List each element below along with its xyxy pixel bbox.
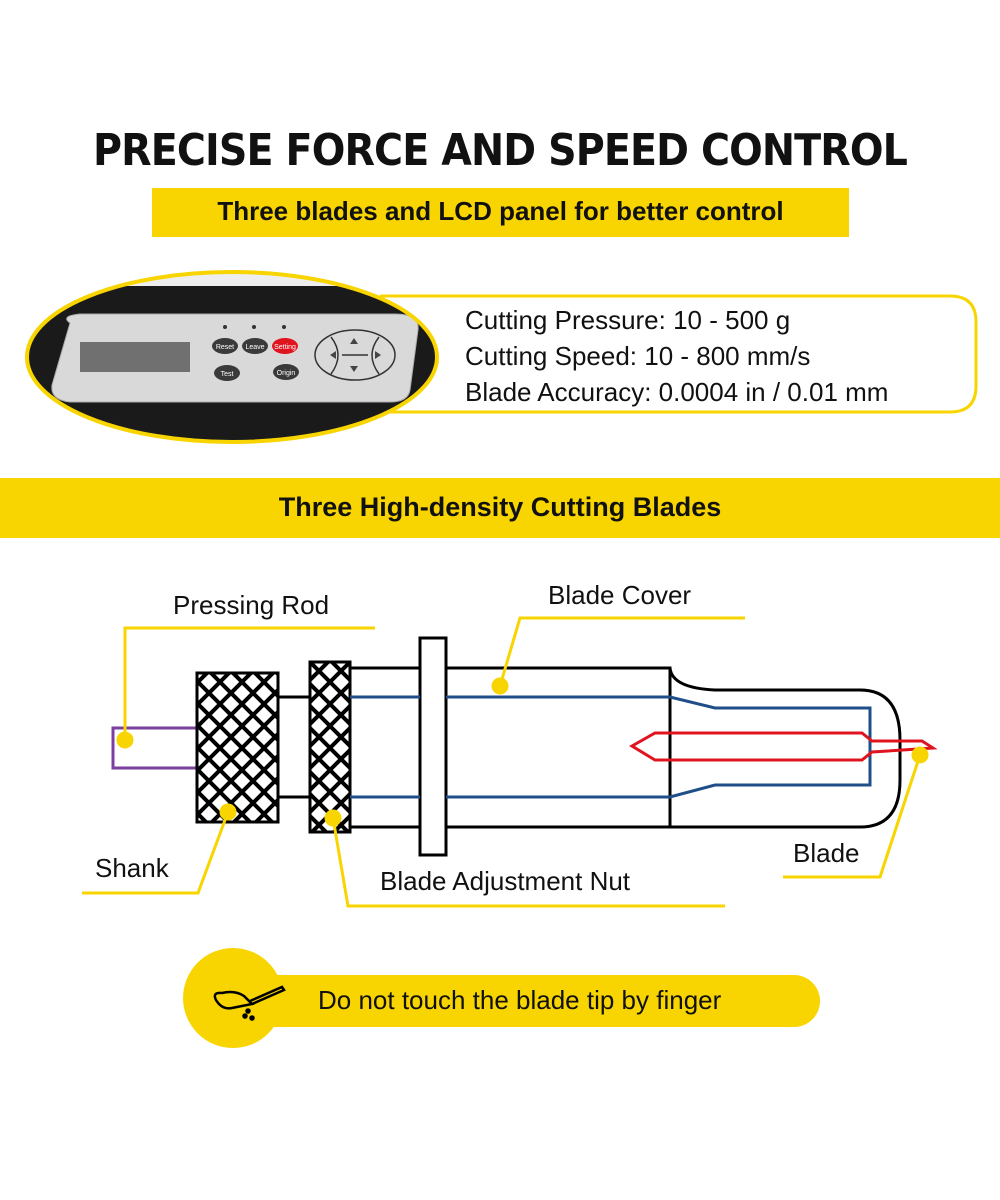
test-label: Test — [221, 371, 234, 378]
page-title: PRECISE FORCE AND SPEED CONTROL — [93, 125, 908, 176]
blade — [629, 731, 938, 762]
origin-button — [273, 364, 299, 380]
spec-cutting-pressure: Cutting Pressure: 10 - 500 g — [465, 305, 791, 335]
reset-label: Reset — [216, 344, 234, 351]
shank-knurl — [195, 671, 280, 824]
lcd-screen — [80, 342, 190, 372]
subtitle-banner — [152, 188, 849, 237]
blade-diagram — [111, 636, 938, 857]
leave-label: Leave — [245, 344, 264, 351]
label-shank: Shank — [95, 853, 169, 883]
origin-label: Origin — [277, 370, 296, 377]
spec-list: Cutting Pressure: 10 - 500 g Cutting Spe… — [465, 302, 888, 410]
subtitle: Three blades and LCD panel for better co… — [217, 196, 784, 226]
finger-blade-warning-icon — [213, 985, 286, 1021]
spec-blade-accuracy: Blade Accuracy: 0.0004 in / 0.01 mm — [465, 377, 889, 407]
adjustment-nut — [308, 660, 352, 834]
test-button — [214, 365, 240, 381]
flange — [418, 636, 448, 857]
label-blade-adjustment-nut: Blade Adjustment Nut — [380, 866, 631, 896]
warning-text: Do not touch the blade tip by finger — [318, 985, 722, 1015]
reset-button — [212, 338, 238, 354]
setting-label: Setting — [274, 344, 296, 351]
warning-banner — [240, 975, 820, 1027]
arrow-pad — [314, 329, 396, 381]
specs-callout-frame — [380, 294, 978, 414]
section-banner — [0, 478, 1000, 538]
panel-frame — [25, 270, 439, 444]
leader-lines — [82, 616, 929, 908]
label-blade-cover: Blade Cover — [548, 580, 692, 610]
setting-button — [272, 338, 298, 354]
section-title: Three High-density Cutting Blades — [278, 492, 722, 522]
label-pressing-rod: Pressing Rod — [173, 590, 330, 620]
blade-cover — [668, 667, 902, 829]
leave-button — [242, 338, 268, 354]
label-blade: Blade — [793, 838, 860, 868]
spec-cutting-speed: Cutting Speed: 10 - 800 mm/s — [465, 341, 811, 371]
